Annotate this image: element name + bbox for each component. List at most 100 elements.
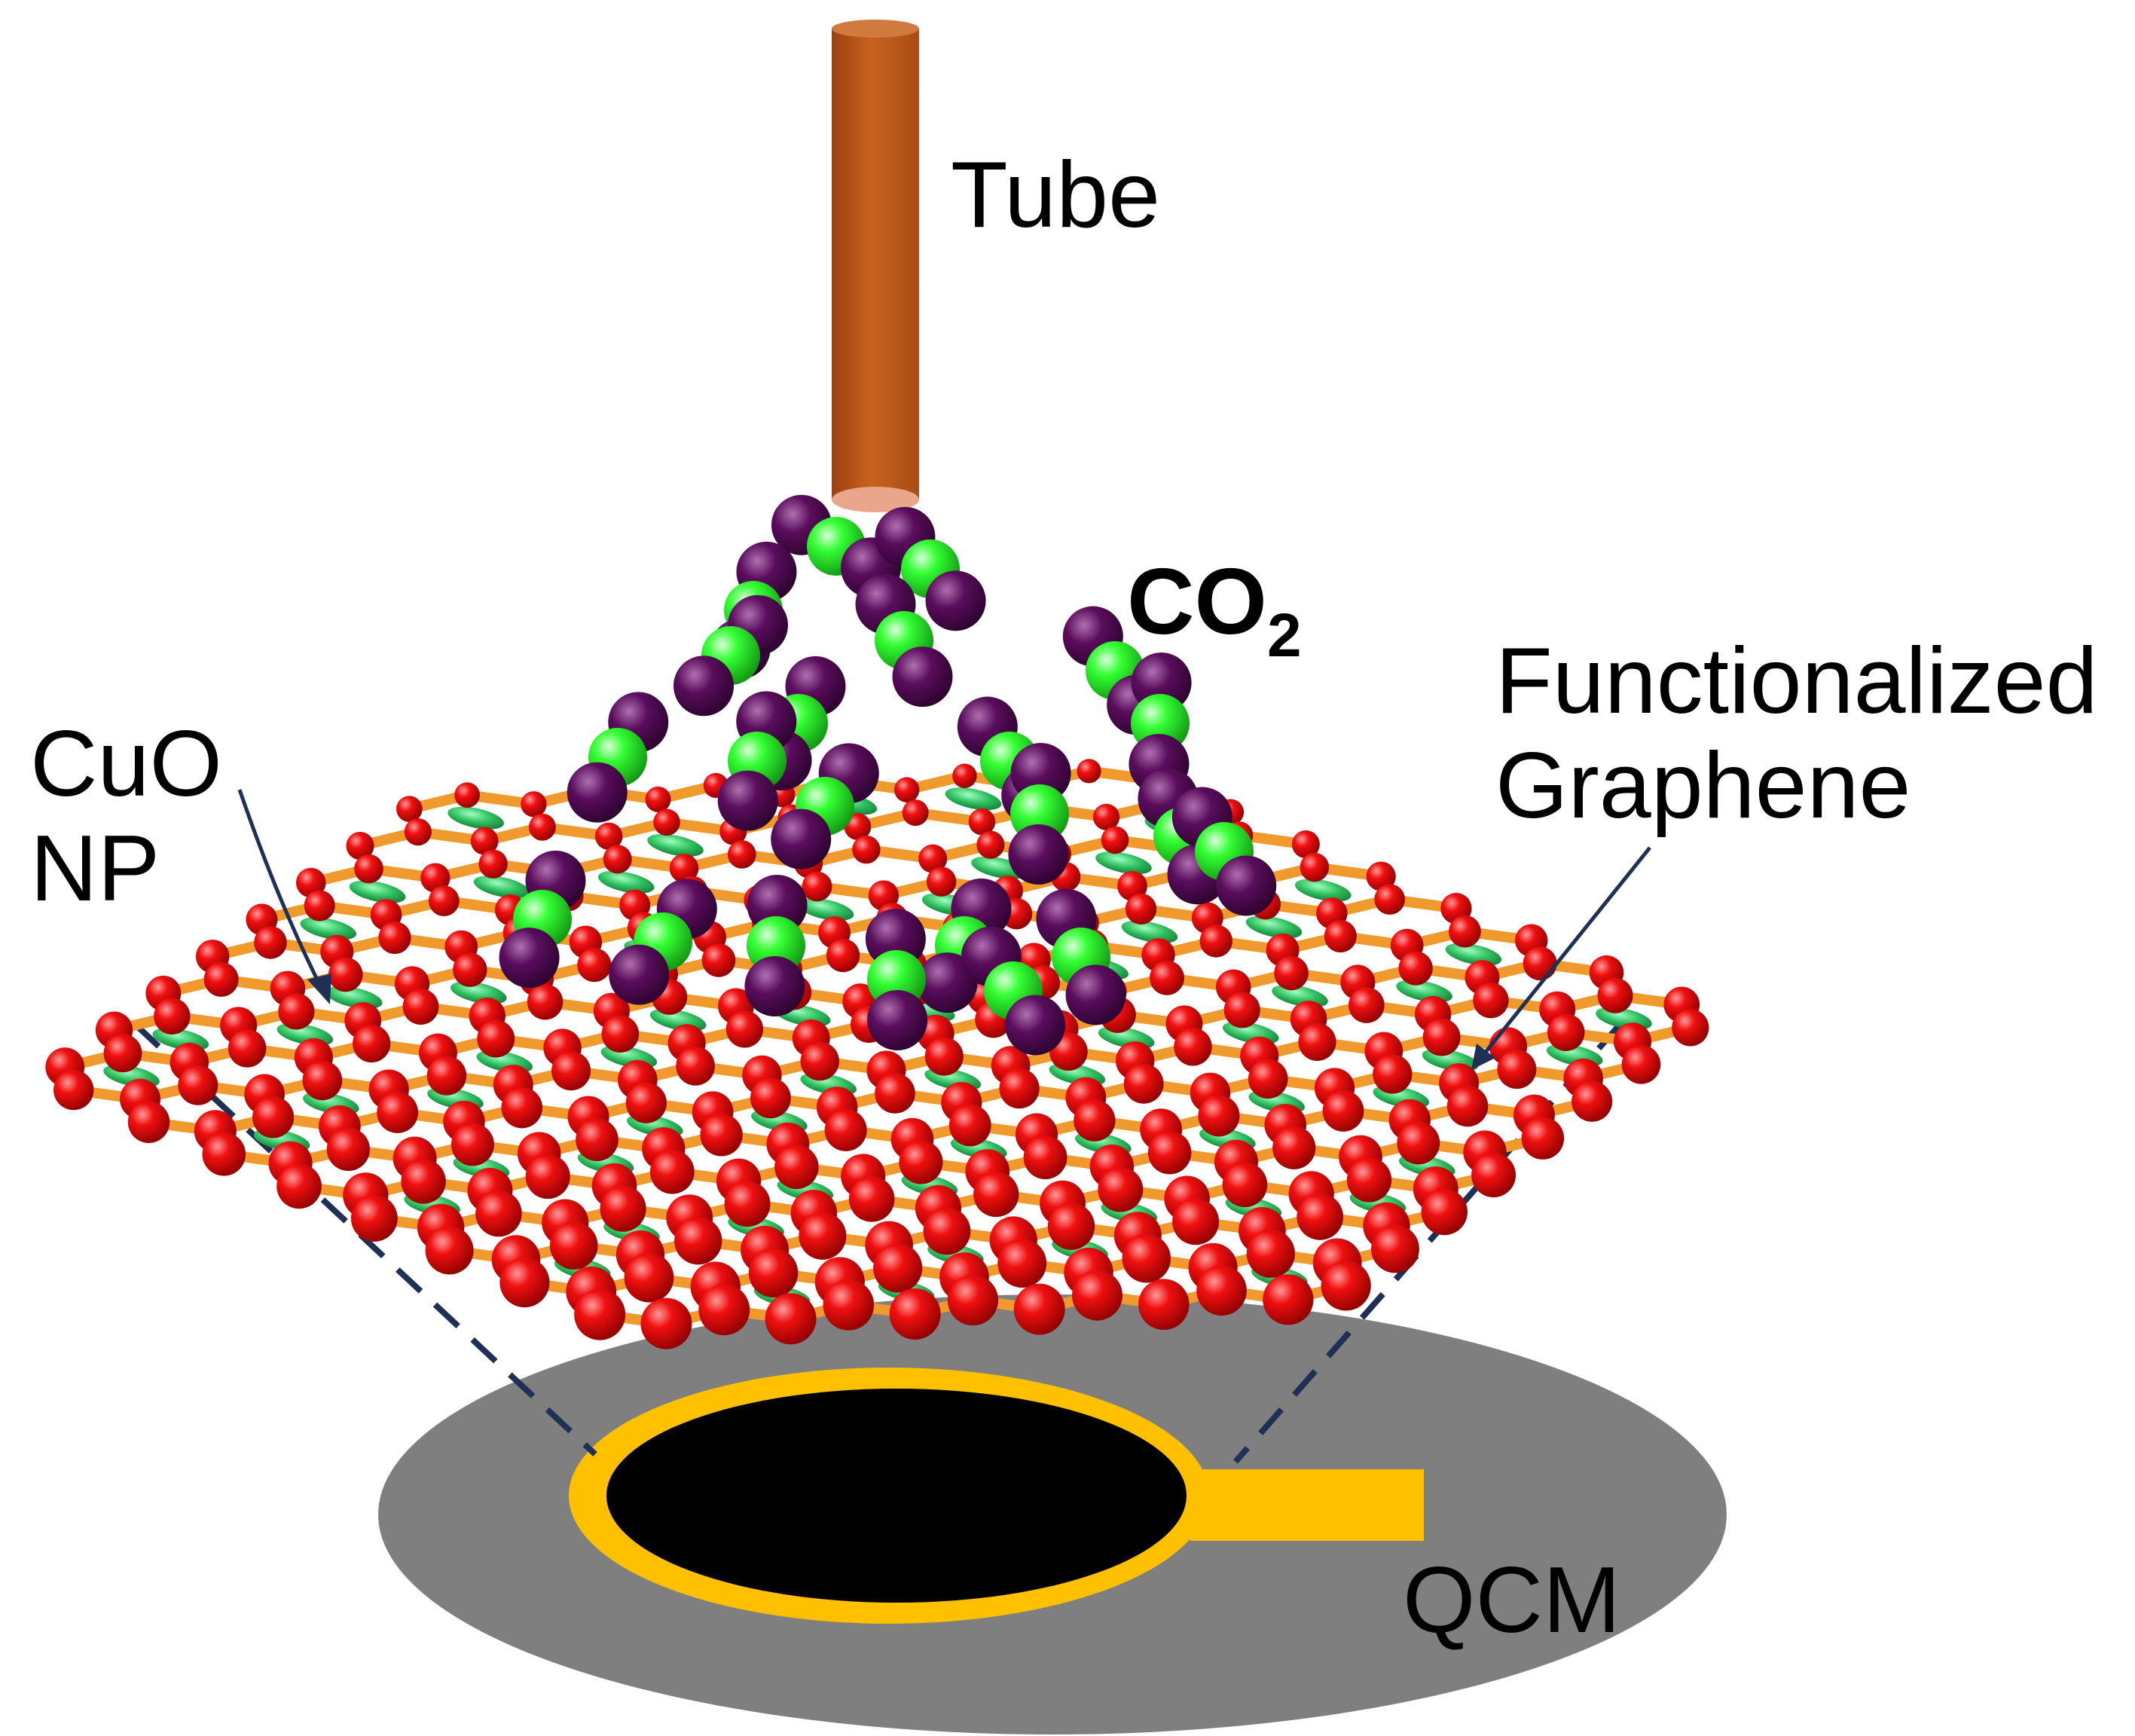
graphene-atom	[477, 1019, 515, 1058]
oxygen-atom	[609, 944, 670, 1005]
graphene-atom	[1199, 925, 1232, 958]
cuo-nanoparticle	[1295, 879, 1352, 902]
graphene-atom	[470, 827, 499, 855]
graphene-atom	[396, 796, 423, 822]
graphene-atom	[401, 1159, 446, 1204]
graphene-atom	[1371, 1224, 1419, 1273]
cuo-nanoparticle	[797, 898, 854, 921]
co2-molecule	[673, 594, 788, 717]
graphene-atom	[103, 1034, 142, 1073]
graphene-atom	[551, 1051, 591, 1091]
graphene-atom	[645, 786, 671, 812]
oxygen-atom	[771, 808, 832, 870]
graphene-atom	[1621, 1044, 1661, 1084]
graphene-atom	[1421, 1188, 1468, 1236]
graphene-atom	[252, 1096, 295, 1138]
graphene-atom	[774, 1145, 819, 1190]
graphene-atom	[1077, 759, 1101, 784]
cuo-nanoparticle	[597, 870, 655, 894]
graphene-atom	[1013, 1283, 1065, 1335]
cuo-nanoparticle	[1445, 943, 1502, 966]
co2-molecule	[961, 926, 1066, 1056]
graphene-atom	[549, 1221, 598, 1270]
graphene-atom	[1248, 1059, 1288, 1099]
graphene-atom	[420, 863, 451, 893]
graphene-atom	[1291, 830, 1320, 859]
co2-molecule	[865, 909, 928, 1050]
graphene-arrow	[1471, 846, 1651, 1070]
graphene-atom	[1446, 1085, 1489, 1127]
co2-molecules	[499, 494, 1277, 1056]
cuo-nanoparticle	[349, 880, 406, 903]
graphene-atom	[404, 818, 432, 846]
cuo-label-line1: CuO	[30, 712, 222, 816]
graphene-atom	[304, 890, 335, 921]
oxygen-atom	[744, 955, 805, 1016]
oxygen-atom	[1065, 964, 1126, 1025]
graphene-atom	[1346, 1157, 1392, 1203]
graphene-atom	[649, 1149, 695, 1194]
graphene-atom	[425, 1226, 474, 1275]
graphene-atom	[254, 926, 287, 959]
graphene-atom	[924, 1037, 964, 1076]
graphene-atom	[1471, 1153, 1516, 1198]
graphene-atom	[1398, 951, 1433, 986]
oxygen-atom	[717, 770, 778, 831]
graphene-atom	[748, 1248, 799, 1298]
cuo-nanoparticle	[300, 917, 356, 940]
graphene-atom	[1366, 861, 1396, 891]
graphene-atom	[1571, 1080, 1613, 1122]
co2-label-main: CO	[1127, 550, 1267, 654]
graphene-atom	[701, 943, 736, 977]
graphene-atom	[1072, 1270, 1122, 1321]
graphene-atom	[454, 782, 481, 808]
tube	[832, 20, 919, 512]
oxygen-atom	[673, 656, 735, 717]
co2-molecule	[717, 691, 797, 831]
graphene-atom	[1123, 1063, 1164, 1104]
graphene-atom	[676, 1046, 715, 1086]
oxygen-atom	[917, 952, 978, 1013]
graphene-atom	[999, 1068, 1040, 1109]
qcm-electrode-tab	[1190, 1469, 1424, 1541]
co2-molecule	[771, 494, 902, 598]
graphene-atom	[278, 993, 315, 1030]
graphene-atom	[997, 1239, 1047, 1288]
graphene-atom	[624, 1252, 674, 1303]
graphene-atom	[1047, 1203, 1095, 1250]
graphene-atom	[1198, 1095, 1240, 1137]
graphene-atom	[852, 835, 881, 864]
graphene-atom	[203, 961, 239, 997]
co2-molecule	[499, 850, 586, 989]
graphene-atom	[1172, 1198, 1220, 1245]
graphene-sheet	[45, 759, 1709, 1349]
tube-label: Tube	[951, 143, 1161, 247]
graphene-atom	[178, 1065, 218, 1105]
graphene-atom	[848, 1176, 895, 1222]
graphene-atom	[276, 1163, 322, 1209]
graphene-atom	[893, 777, 920, 802]
graphene-atom	[625, 1082, 667, 1123]
graphene-atom	[1373, 1054, 1413, 1094]
graphene-atom	[326, 1127, 370, 1172]
graphene-atom	[1298, 1022, 1336, 1062]
graphene-atom	[350, 1194, 398, 1242]
graphene-atom	[328, 957, 363, 992]
graphene-atom	[428, 885, 460, 917]
graphene-atom	[202, 1132, 246, 1176]
graphene-atom	[402, 989, 439, 1025]
graphene-atom	[873, 1243, 923, 1293]
graphene-atom	[653, 808, 680, 836]
graphene-atom	[1074, 1099, 1116, 1142]
cuo-nanoparticle	[647, 833, 704, 857]
qcm-electrode-center	[606, 1389, 1187, 1603]
graphene-atom	[601, 1015, 640, 1053]
co2-label: CO2	[1127, 550, 1302, 671]
cuo-nanoparticle	[473, 876, 530, 899]
graphene-atom	[918, 844, 948, 873]
graphene-atom	[528, 813, 556, 841]
graphene-atom	[1449, 915, 1481, 948]
oxygen-atom	[892, 646, 953, 708]
graphene-atom	[426, 1056, 467, 1096]
graphene-atom	[475, 1190, 522, 1237]
